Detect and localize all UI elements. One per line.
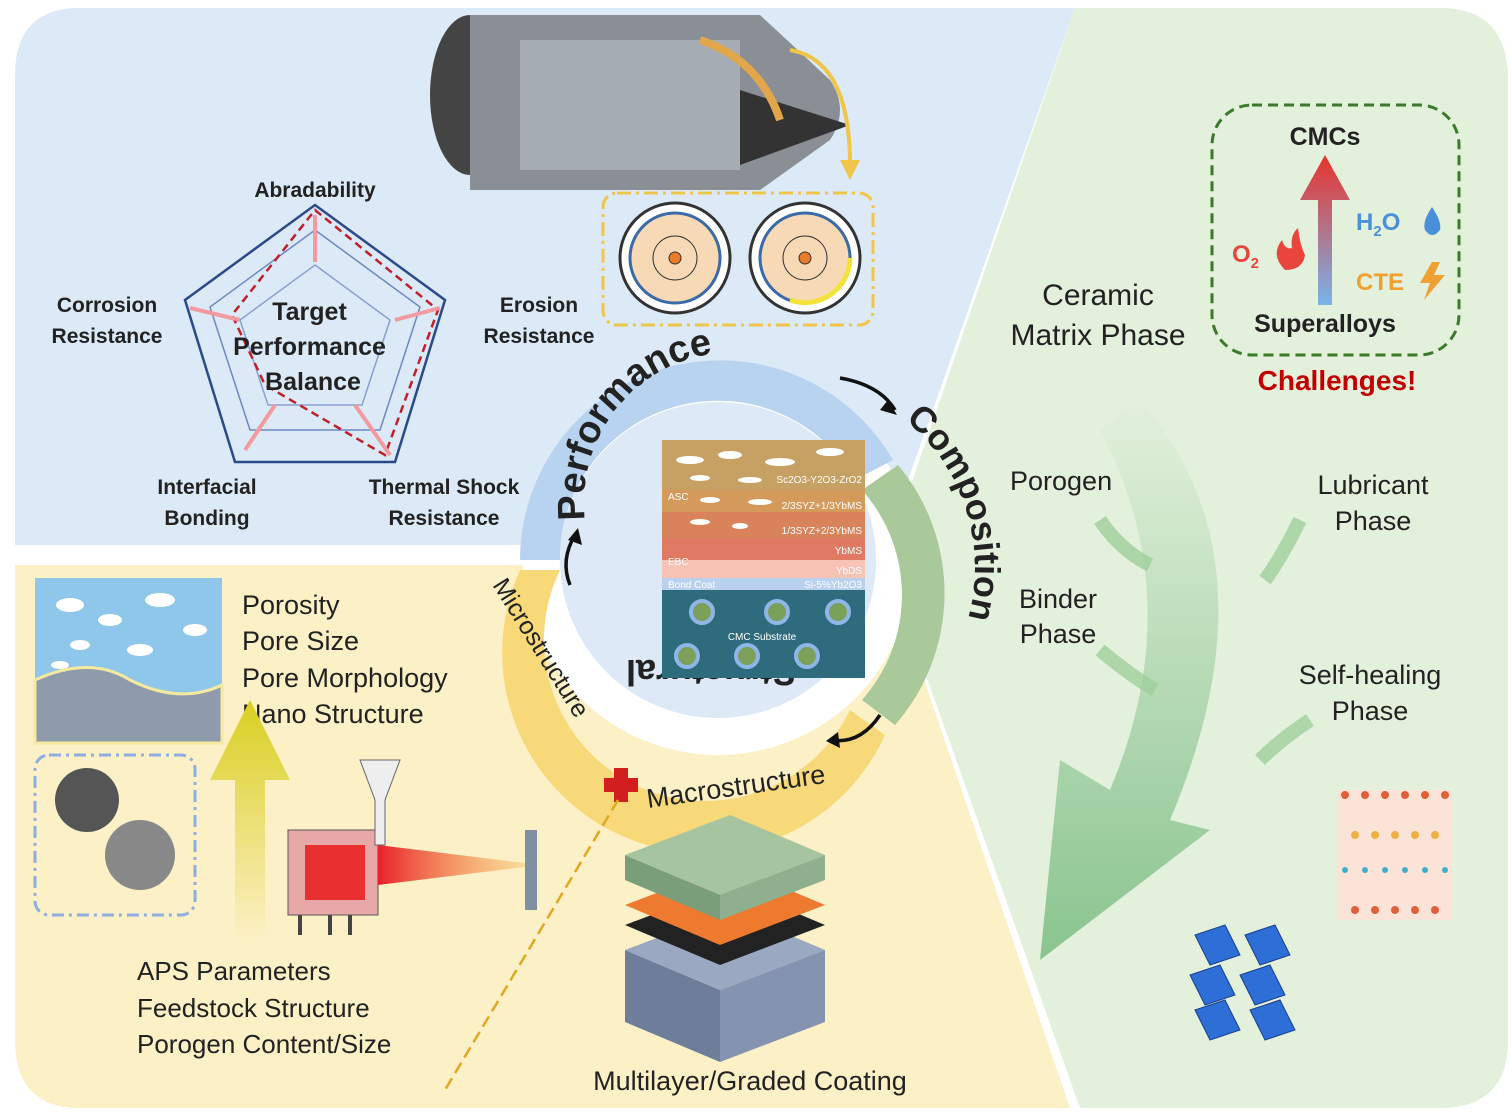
axis-abradability: Abradability	[254, 179, 376, 202]
svg-text:ASC: ASC	[668, 492, 689, 503]
powder-particles-box	[33, 753, 197, 917]
o2-label: O2	[1232, 241, 1259, 272]
ring-structural	[502, 570, 885, 853]
svg-text:YbDS: YbDS	[836, 566, 862, 577]
radar-chart	[183, 203, 447, 464]
cycle-arrow-1-head	[880, 400, 897, 415]
cycle-arrow-3-head	[568, 528, 582, 545]
lightning-icon	[1420, 262, 1445, 300]
cross-section-box	[601, 191, 875, 327]
cte-label: CTE	[1356, 269, 1404, 296]
yellow-up-arrow	[210, 700, 290, 940]
cmcs-label: CMCs	[1290, 123, 1361, 151]
divider-cross-icon	[604, 768, 638, 802]
superalloys-label: Superalloys	[1254, 310, 1396, 338]
svg-text:2/3SYZ+1/3YbMS: 2/3SYZ+1/3YbMS	[782, 501, 863, 512]
svg-text:Bond Coat: Bond Coat	[668, 580, 715, 591]
challenges-label: Challenges!	[1258, 365, 1417, 396]
h2o-label: H2O	[1356, 209, 1400, 240]
cross-section-right	[748, 201, 862, 315]
gradient-up-arrow	[1300, 155, 1350, 305]
crystal-structure-layered	[1337, 790, 1452, 920]
dashed-divider	[443, 799, 620, 1091]
challenge-box	[1210, 103, 1461, 357]
crystal-structure-octahedral	[1189, 924, 1296, 1041]
micro-properties-list: Porosity Pore Size Pore Morphology Nano …	[242, 590, 455, 729]
svg-text:Si-5%Yb2O3: Si-5%Yb2O3	[804, 580, 862, 591]
svg-text:EBC: EBC	[668, 557, 689, 568]
water-drop-icon	[1424, 207, 1441, 235]
flame-icon	[1276, 228, 1305, 270]
ring-performance	[520, 360, 893, 560]
multilayer-label: Multilayer/Graded Coating	[593, 1066, 907, 1096]
cycle-arrow-2-head	[826, 732, 840, 748]
porogen-label: Porogen	[1010, 466, 1112, 496]
process-params-list: APS Parameters Feedstock Structure Porog…	[137, 956, 391, 1059]
jet-engine-illustration	[430, 15, 860, 190]
svg-text:CMC Substrate: CMC Substrate	[728, 632, 797, 643]
small-arrows	[1094, 516, 1314, 765]
porous-coating-image	[33, 578, 224, 745]
powder-particle-1	[55, 768, 119, 832]
aps-spray-gun	[287, 759, 540, 935]
multilayer-block	[625, 815, 825, 1062]
cross-section-left	[618, 201, 732, 315]
powder-particle-2	[105, 820, 175, 890]
coating-stack: Sc2O3-Y2O3-ZrO2 2/3SYZ+1/3YbMS 1/3SYZ+2/…	[662, 440, 865, 678]
cycle-arrow-1	[839, 376, 897, 411]
svg-text:YbMS: YbMS	[835, 546, 863, 557]
radar-center-label: Target Performance Balance	[233, 298, 393, 396]
svg-text:1/3SYZ+2/3YbMS: 1/3SYZ+2/3YbMS	[782, 526, 863, 537]
svg-text:Sc2O3-Y2O3-ZrO2: Sc2O3-Y2O3-ZrO2	[776, 475, 862, 486]
ring-composition	[862, 465, 945, 725]
big-curved-arrow	[1040, 400, 1219, 960]
